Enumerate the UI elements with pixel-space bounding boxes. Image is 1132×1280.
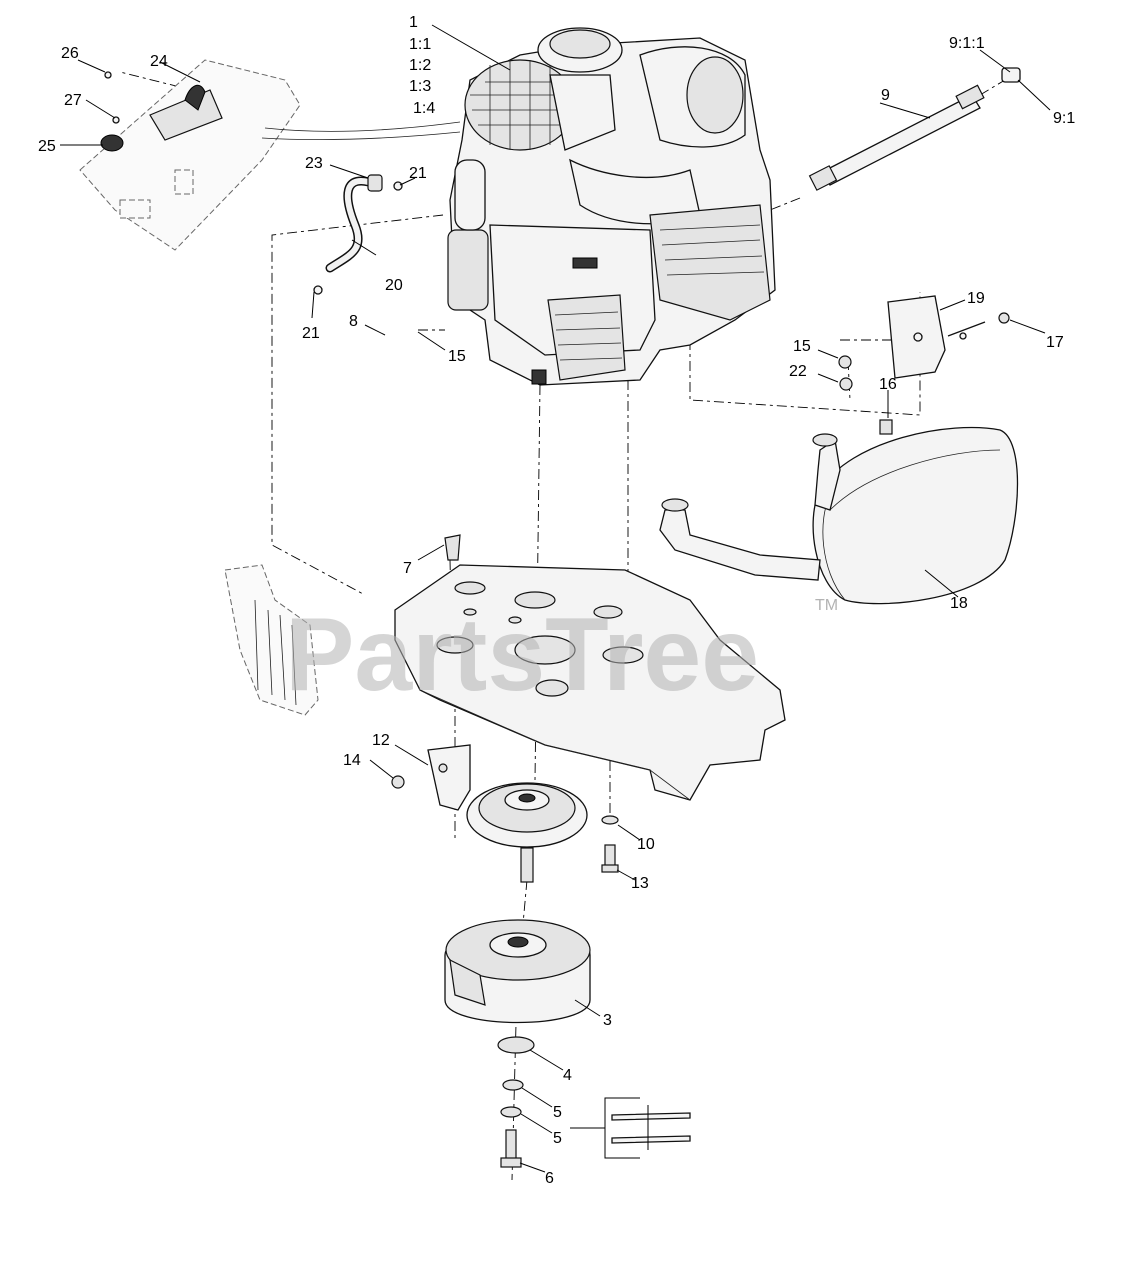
- callout-21b: 21: [302, 325, 320, 342]
- callout-27: 27: [64, 92, 82, 109]
- callout-15a: 15: [448, 348, 466, 365]
- callout-26: 26: [61, 45, 79, 62]
- callout-9-1: 9:1: [1053, 110, 1075, 127]
- fuel-line-part-9: [808, 67, 1021, 191]
- callout-12: 12: [372, 732, 390, 749]
- callout-23: 23: [305, 155, 323, 172]
- leader-lines: [60, 24, 1051, 1173]
- callout-24: 24: [150, 53, 168, 70]
- flywheel-screen-grid: [470, 60, 570, 150]
- watermark-trademark: TM: [815, 597, 838, 614]
- callout-9-1-1: 9:1:1: [949, 35, 985, 52]
- throttle-control-bracket: [79, 59, 461, 251]
- engine-deck-plate: [394, 534, 786, 801]
- callout-7: 7: [403, 560, 412, 577]
- callout-1: 1: [409, 14, 418, 31]
- callout-1-3: 1:3: [409, 78, 431, 95]
- callout-14: 14: [343, 752, 361, 769]
- callout-labels: 1 1:1 1:2 1:3 1:4 3 4 5 5 6 7 8 9 9:1 9:…: [38, 14, 1075, 1187]
- engine-shroud: [224, 564, 319, 716]
- callout-17: 17: [1046, 334, 1064, 351]
- callout-6: 6: [545, 1170, 554, 1187]
- callout-1-1: 1:1: [409, 36, 431, 53]
- electric-clutch: [444, 919, 591, 1024]
- washers-and-bolt: [497, 1036, 535, 1168]
- callout-9: 9: [881, 87, 890, 104]
- callout-1-4: 1:4: [413, 100, 435, 117]
- callout-25: 25: [38, 138, 56, 155]
- engine-assembly: [447, 27, 776, 386]
- clutch-bracket-part-12: [391, 744, 471, 811]
- callout-20: 20: [385, 277, 403, 294]
- callout-4: 4: [563, 1067, 572, 1084]
- hardware-10-13: [601, 815, 619, 873]
- shim-detail: [570, 1097, 691, 1159]
- watermark-text: PartsTree: [285, 597, 759, 713]
- callout-8: 8: [349, 313, 358, 330]
- callout-15b: 15: [793, 338, 811, 355]
- callout-19: 19: [967, 290, 985, 307]
- callout-18: 18: [950, 595, 968, 612]
- callout-1-2: 1:2: [409, 57, 431, 74]
- callout-21a: 21: [409, 165, 427, 182]
- muffler-assembly: [659, 295, 1019, 605]
- pulley: [466, 782, 588, 883]
- callout-16: 16: [879, 376, 897, 393]
- watermark: PartsTree TM: [285, 597, 838, 713]
- callout-3: 3: [603, 1012, 612, 1029]
- fuel-hose: [313, 174, 403, 295]
- callout-5a: 5: [553, 1104, 562, 1121]
- callout-10: 10: [637, 836, 655, 853]
- callout-22: 22: [789, 363, 807, 380]
- callout-13: 13: [631, 875, 649, 892]
- callout-5b: 5: [553, 1130, 562, 1147]
